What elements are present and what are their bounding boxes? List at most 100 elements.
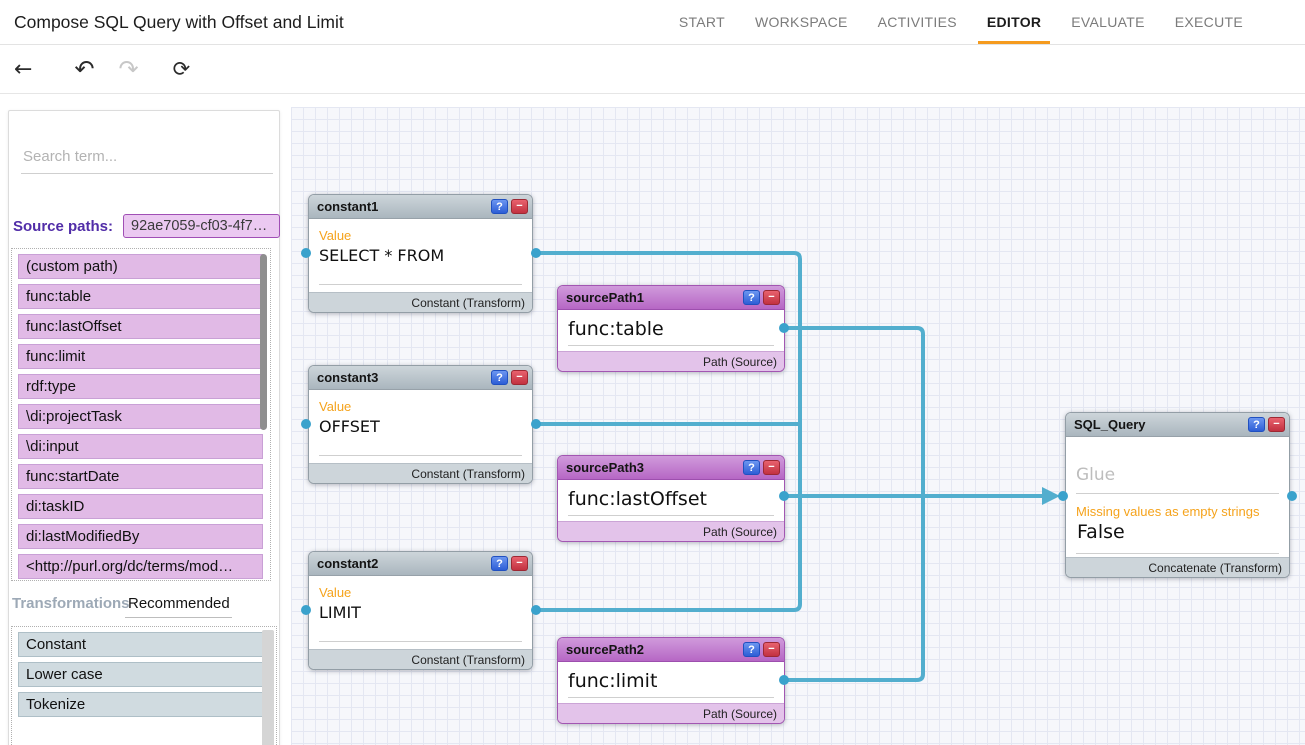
param-value[interactable]: SELECT * FROM xyxy=(319,246,445,265)
help-button[interactable]: ? xyxy=(743,290,760,305)
sidebar-panel: Source paths: 92ae7059-cf03-4f7… (custom… xyxy=(8,110,280,745)
value-underline xyxy=(1076,553,1279,554)
node-header[interactable]: constant1 ? − xyxy=(309,195,532,219)
node-constant2[interactable]: constant2 ? − Value LIMIT Constant (Tran… xyxy=(308,551,533,670)
nav-tab[interactable]: START xyxy=(679,0,725,44)
mapping-canvas[interactable]: constant1 ? − Value SELECT * FROM Consta… xyxy=(291,107,1305,745)
help-button[interactable]: ? xyxy=(491,370,508,385)
search-input[interactable] xyxy=(21,139,273,174)
scrollbar-thumb[interactable] xyxy=(260,254,267,430)
main-nav: START WORKSPACE ACTIVITIES EDITOR EVALUA… xyxy=(679,0,1243,44)
undo-icon: ↶ xyxy=(74,55,95,83)
source-path-item[interactable]: func:table xyxy=(18,284,263,309)
transformation-item[interactable]: Tokenize xyxy=(18,692,267,717)
transformation-item[interactable]: Constant xyxy=(18,632,267,657)
node-type-label: Path (Source) xyxy=(558,351,784,371)
back-button[interactable]: ← xyxy=(14,57,32,82)
node-header[interactable]: constant3 ? − xyxy=(309,366,532,390)
refresh-button[interactable]: ⟳ xyxy=(173,57,191,81)
source-path-item[interactable]: func:startDate xyxy=(18,464,263,489)
tab-transformations[interactable]: Transformations xyxy=(12,595,130,612)
source-path-item[interactable]: di:taskID xyxy=(18,494,263,519)
active-tab-underline xyxy=(977,41,1051,44)
node-type-label: Constant (Transform) xyxy=(309,649,532,669)
node-header[interactable]: sourcePath3 ? − xyxy=(558,456,784,480)
param-value[interactable]: OFFSET xyxy=(319,417,380,436)
path-value[interactable]: func:lastOffset xyxy=(568,488,707,510)
param-value[interactable]: False xyxy=(1077,521,1125,543)
node-title: constant1 xyxy=(317,199,379,214)
nav-tab[interactable]: ACTIVITIES xyxy=(878,0,957,44)
node-type-label: Constant (Transform) xyxy=(309,292,532,312)
node-type-label: Path (Source) xyxy=(558,703,784,723)
nav-tab[interactable]: WORKSPACE xyxy=(755,0,848,44)
param-label: Value xyxy=(319,228,352,243)
help-button[interactable]: ? xyxy=(491,199,508,214)
node-constant1[interactable]: constant1 ? − Value SELECT * FROM Consta… xyxy=(308,194,533,313)
help-button[interactable]: ? xyxy=(491,556,508,571)
node-header[interactable]: constant2 ? − xyxy=(309,552,532,576)
node-title: sourcePath3 xyxy=(566,460,645,475)
source-path-item[interactable]: di:lastModifiedBy xyxy=(18,524,263,549)
node-sourcePath1[interactable]: sourcePath1 ? − func:table Path (Source) xyxy=(557,285,785,372)
value-underline xyxy=(568,697,774,698)
node-title: sourcePath2 xyxy=(566,642,645,657)
node-body: func:table xyxy=(558,310,784,351)
source-path-item[interactable]: (custom path) xyxy=(18,254,263,279)
param-value[interactable]: LIMIT xyxy=(319,603,361,622)
toolbar: ← ↶ ↷ ⟳ xyxy=(0,45,1305,94)
remove-button[interactable]: − xyxy=(511,556,528,571)
tab-recommended[interactable]: Recommended xyxy=(128,595,230,612)
nav-tab[interactable]: EXECUTE xyxy=(1175,0,1243,44)
node-sourcePath3[interactable]: sourcePath3 ? − func:lastOffset Path (So… xyxy=(557,455,785,542)
param-label: Value xyxy=(319,399,352,414)
node-body: Value LIMIT xyxy=(309,576,532,649)
nav-tab-label: START xyxy=(678,14,725,30)
nav-tab-label: WORKSPACE xyxy=(754,14,848,30)
scrollbar-track[interactable] xyxy=(262,630,274,745)
nav-tab-label: EVALUATE xyxy=(1071,14,1145,30)
undo-button[interactable]: ↶ xyxy=(74,55,94,83)
source-path-item[interactable]: func:lastOffset xyxy=(18,314,263,339)
redo-button[interactable]: ↷ xyxy=(119,55,139,83)
path-value[interactable]: func:table xyxy=(568,318,664,340)
value-underline xyxy=(568,345,774,346)
glue-placeholder[interactable]: Glue xyxy=(1076,465,1116,485)
connection-arrowhead-icon xyxy=(1042,487,1060,505)
value-underline xyxy=(1076,493,1279,494)
nav-tab[interactable]: EVALUATE xyxy=(1071,0,1144,44)
source-paths-id-badge[interactable]: 92ae7059-cf03-4f7… xyxy=(123,214,280,238)
help-button[interactable]: ? xyxy=(743,460,760,475)
node-type-label: Constant (Transform) xyxy=(309,463,532,483)
remove-button[interactable]: − xyxy=(1268,417,1285,432)
node-header[interactable]: sourcePath1 ? − xyxy=(558,286,784,310)
node-sourcePath2[interactable]: sourcePath2 ? − func:limit Path (Source) xyxy=(557,637,785,724)
remove-button[interactable]: − xyxy=(763,642,780,657)
source-path-item[interactable]: <http://purl.org/dc/terms/mod… xyxy=(18,554,263,579)
param-label: Missing values as empty strings xyxy=(1076,504,1260,519)
node-constant3[interactable]: constant3 ? − Value OFFSET Constant (Tra… xyxy=(308,365,533,484)
node-title: constant3 xyxy=(317,370,379,385)
nav-tab-label: EDITOR xyxy=(986,14,1042,30)
nav-tab[interactable]: EDITOR xyxy=(977,0,1051,44)
path-value[interactable]: func:limit xyxy=(568,670,658,692)
remove-button[interactable]: − xyxy=(511,199,528,214)
help-button[interactable]: ? xyxy=(1248,417,1265,432)
source-path-item[interactable]: func:limit xyxy=(18,344,263,369)
app-header: Compose SQL Query with Offset and Limit … xyxy=(0,0,1305,45)
nav-tab-label: EXECUTE xyxy=(1174,14,1243,30)
source-path-item[interactable]: \di:input xyxy=(18,434,263,459)
help-button[interactable]: ? xyxy=(743,642,760,657)
remove-button[interactable]: − xyxy=(763,290,780,305)
node-header[interactable]: sourcePath2 ? − xyxy=(558,638,784,662)
source-path-item[interactable]: rdf:type xyxy=(18,374,263,399)
node-header[interactable]: SQL_Query ? − xyxy=(1066,413,1289,437)
remove-button[interactable]: − xyxy=(763,460,780,475)
transformation-item[interactable]: Lower case xyxy=(18,662,267,687)
node-body: func:lastOffset xyxy=(558,480,784,521)
remove-button[interactable]: − xyxy=(511,370,528,385)
source-path-item[interactable]: \di:projectTask xyxy=(18,404,263,429)
back-icon: ← xyxy=(14,56,33,82)
node-sql-query[interactable]: SQL_Query ? − Glue Missing values as emp… xyxy=(1065,412,1290,578)
param-label: Value xyxy=(319,585,352,600)
